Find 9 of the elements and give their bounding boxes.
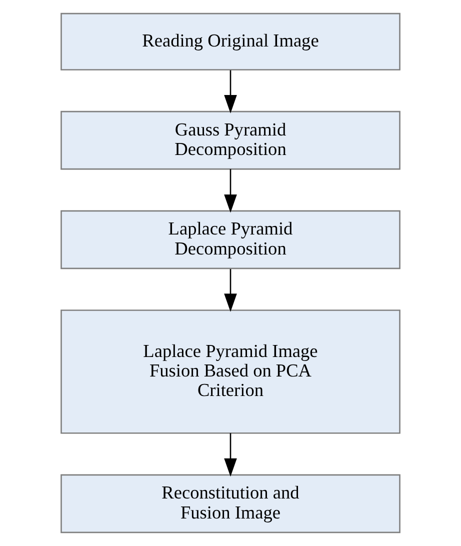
arrow xyxy=(224,433,237,477)
node-box: Laplace Pyramid Decomposition xyxy=(60,210,400,270)
arrow xyxy=(224,70,237,114)
node-box: Laplace Pyramid Image Fusion Based on PCA Criterion xyxy=(60,310,400,434)
arrow xyxy=(224,269,237,312)
node-box: Reading Original Image xyxy=(60,12,400,70)
arrow xyxy=(224,169,237,213)
node-box: Gauss Pyramid Decomposition xyxy=(60,110,400,170)
node-box: Reconstitution and Fusion Image xyxy=(60,474,400,534)
